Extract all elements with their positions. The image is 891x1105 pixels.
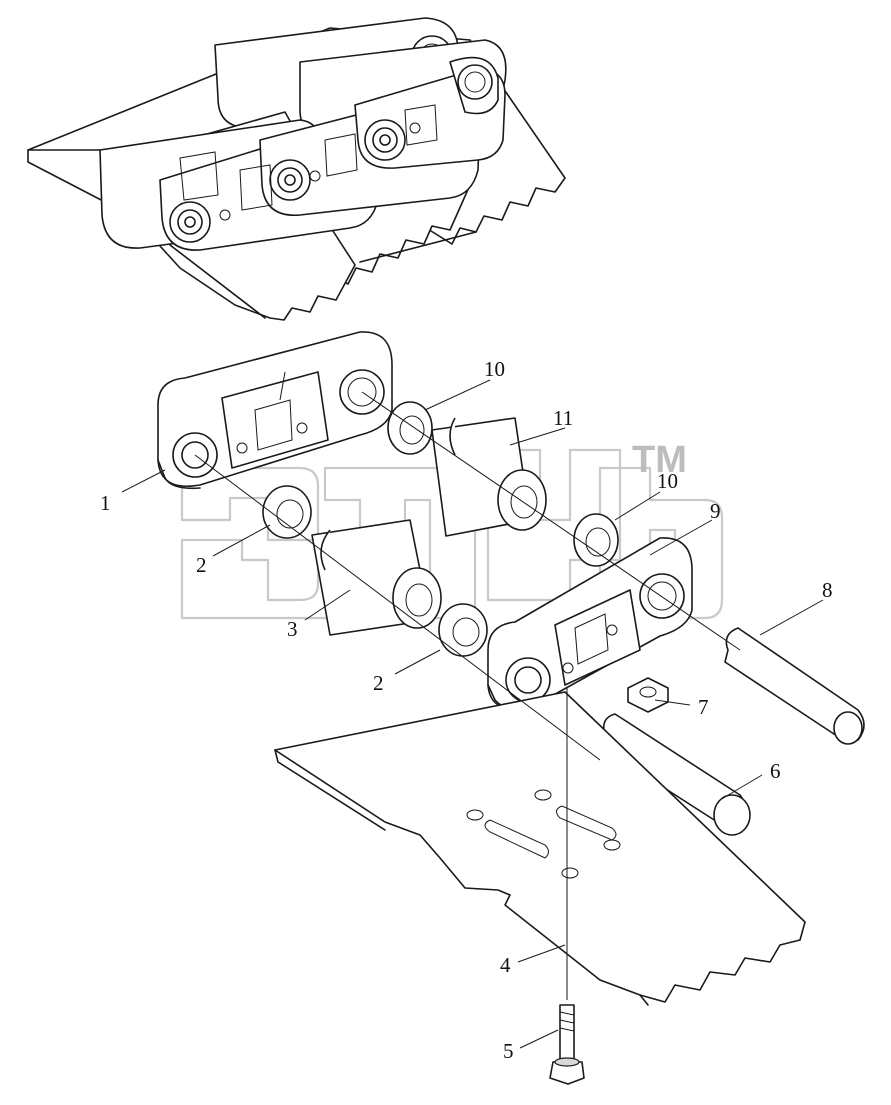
- callout-7: 7: [698, 695, 709, 719]
- callout-5: 5: [503, 1039, 514, 1063]
- callout-2: 2: [373, 671, 384, 695]
- callout-1: 1: [100, 491, 111, 515]
- callout-6: 6: [770, 759, 781, 783]
- part-6-short-pin: [601, 713, 751, 836]
- leader-lines: [121, 379, 824, 1049]
- part-4-track-shoe: [274, 691, 806, 1006]
- callout-10: 10: [657, 469, 678, 493]
- pin-axis-line: [194, 454, 601, 761]
- part-1-left-link: [157, 331, 393, 490]
- part-2-lower-spacer: [438, 603, 488, 657]
- part-7-nut: [627, 677, 669, 713]
- part-10-lower-bushing: [573, 513, 619, 567]
- callout-3: 3: [287, 617, 298, 641]
- part-2-upper-spacer: [262, 485, 312, 539]
- part-11-upper-pin: [431, 417, 547, 537]
- callout-4: 4: [500, 953, 511, 977]
- callout-labels: 1 2 2 3 4 5 6 7 8 9 10 10 11: [100, 357, 833, 1063]
- watermark-trademark: TM: [632, 439, 687, 481]
- assembled-links-front: [99, 56, 506, 251]
- callout-10: 10: [484, 357, 505, 381]
- callout-9: 9: [710, 499, 721, 523]
- exploded-parts: [157, 331, 865, 1085]
- pin-axis-line-2: [361, 391, 741, 651]
- part-5-bolt: [549, 1004, 585, 1085]
- callout-2: 2: [196, 553, 207, 577]
- callout-8: 8: [822, 578, 833, 602]
- part-10-upper-bushing: [387, 401, 433, 455]
- assembled-track-assembly: [27, 17, 566, 321]
- part-8-long-pin: [724, 627, 865, 745]
- part-3-lower-pin: [311, 519, 442, 636]
- callout-11: 11: [553, 406, 573, 430]
